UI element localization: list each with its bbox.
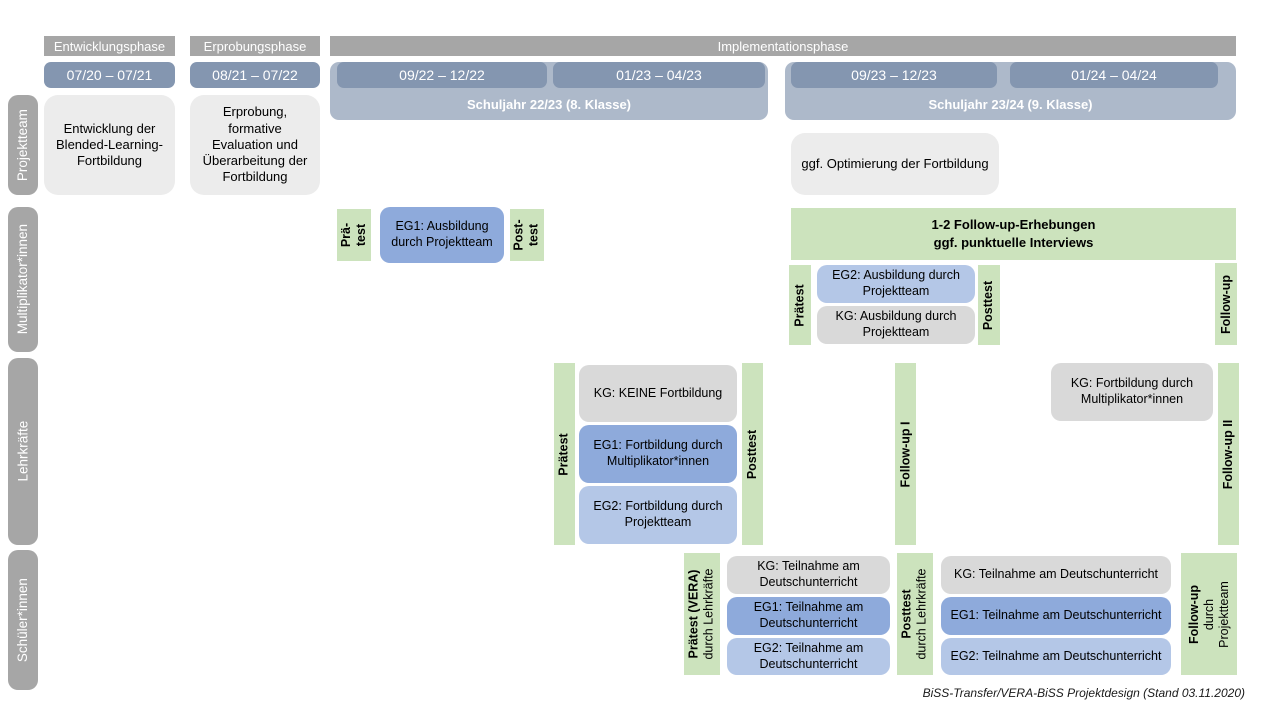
diagram-caption: BiSS-Transfer/VERA-BiSS Projektdesign (S… bbox=[922, 686, 1245, 700]
box-optimierung-fortbildung: ggf. Optimierung der Fortbildung bbox=[791, 133, 999, 195]
followup-erhebungen-line1: 1-2 Follow-up-Erhebungen bbox=[931, 217, 1096, 233]
box-kg-keine-fortbildung: KG: KEINE Fortbildung bbox=[579, 365, 737, 422]
date-bar-0923-1223: 09/23 – 12/23 bbox=[791, 62, 997, 88]
schuljahr-label-22-23: Schuljahr 22/23 (8. Klasse) bbox=[466, 97, 632, 112]
praetest-line2: test bbox=[353, 223, 368, 247]
date-bar-0821-0722: 08/21 – 07/22 bbox=[190, 62, 320, 88]
row-label-multiplikatoren: Multiplikator*innen bbox=[8, 207, 38, 352]
bar-followup-projektteam-schueler: Follow-up durch Projektteam bbox=[1181, 553, 1237, 675]
box-kg-ausbildung-projektteam: KG: Ausbildung durch Projektteam bbox=[817, 306, 975, 344]
followup-erhebungen-line2: ggf. punktuelle Interviews bbox=[933, 235, 1094, 250]
box-entwicklung-fortbildung: Entwicklung der Blended-Learning-Fortbil… bbox=[44, 95, 175, 195]
posttest-line2: test bbox=[527, 223, 541, 247]
praetest-line1: Prä- bbox=[338, 222, 353, 248]
box-eg1-ausbildung-projektteam: EG1: Ausbildung durch Projektteam bbox=[380, 207, 504, 263]
bar-posttest-lehrkraefte: Posttest bbox=[742, 363, 763, 545]
praetest-vera-line2: durch Lehrkräfte bbox=[702, 568, 716, 660]
box-eg2-ausbildung-projektteam: EG2: Ausbildung durch Projektteam bbox=[817, 265, 975, 303]
box-eg2-teilnahme-2: EG2: Teilnahme am Deutschunterricht bbox=[941, 638, 1171, 675]
praetest-multiplikatoren-2-text: Prätest bbox=[792, 283, 807, 327]
phase-bar-entwicklungsphase: Entwicklungsphase bbox=[44, 36, 175, 56]
row-label-projektteam-text: Projektteam bbox=[14, 108, 30, 182]
box-eg1-teilnahme-1: EG1: Teilnahme am Deutschunterricht bbox=[727, 597, 890, 635]
followup-schueler-line3: Projektteam bbox=[1216, 580, 1231, 648]
row-label-multiplikatoren-text: Multiplikator*innen bbox=[14, 224, 30, 335]
posttest-schueler-line1: Posttest bbox=[900, 589, 914, 639]
row-label-schueler-text: Schüler*innen bbox=[14, 577, 30, 663]
posttest-multiplikatoren-2-text: Posttest bbox=[981, 280, 996, 330]
bar-posttest-multiplikatoren-2: Posttest bbox=[978, 265, 1000, 345]
followup2-lehrkraefte-text: Follow-up II bbox=[1221, 419, 1235, 489]
date-bar-0922-1222: 09/22 – 12/22 bbox=[337, 62, 547, 88]
box-eg1-teilnahme-2: EG1: Teilnahme am Deutschunterricht bbox=[941, 597, 1171, 635]
followup-schueler-line2: durch bbox=[1201, 598, 1216, 630]
row-label-schueler: Schüler*innen bbox=[8, 550, 38, 690]
posttest-schueler-line2: durch Lehrkräfte bbox=[915, 568, 929, 660]
box-eg1-fortbildung-multiplikatoren: EG1: Fortbildung durch Multiplikator*inn… bbox=[579, 425, 737, 483]
bar-followup-multiplikatoren: Follow-up bbox=[1215, 263, 1237, 345]
phase-bar-erprobungsphase: Erprobungsphase bbox=[190, 36, 320, 56]
box-kg-teilnahme-1: KG: Teilnahme am Deutschunterricht bbox=[727, 556, 890, 594]
bar-praetest-multiplikatoren-2: Prätest bbox=[789, 265, 811, 345]
box-erprobung-evaluation: Erprobung, formative Evaluation und Über… bbox=[190, 95, 320, 195]
box-eg2-teilnahme-1: EG2: Teilnahme am Deutschunterricht bbox=[727, 638, 890, 675]
box-kg-fortbildung-multiplikatoren: KG: Fortbildung durch Multiplikator*inne… bbox=[1051, 363, 1213, 421]
praetest-lehrkraefte-text: Prätest bbox=[557, 432, 572, 476]
posttest-line1: Post- bbox=[512, 219, 526, 251]
row-label-lehrkraefte-text: Lehrkräfte bbox=[14, 421, 30, 482]
bar-followup1-lehrkraefte: Follow-up I bbox=[895, 363, 916, 545]
date-bar-0124-0424: 01/24 – 04/24 bbox=[1010, 62, 1218, 88]
followup-multiplikatoren-text: Follow-up bbox=[1218, 274, 1233, 334]
followup-schueler-line1: Follow-up bbox=[1186, 584, 1201, 644]
row-label-lehrkraefte: Lehrkräfte bbox=[8, 358, 38, 545]
bar-posttest-schueler: Posttest durch Lehrkräfte bbox=[897, 553, 933, 675]
box-eg2-fortbildung-projektteam: EG2: Fortbildung durch Projektteam bbox=[579, 486, 737, 544]
date-bar-0123-0423: 01/23 – 04/23 bbox=[553, 62, 765, 88]
praetest-vera-line1: Prätest (VERA) bbox=[687, 569, 701, 659]
schuljahr-label-23-24: Schuljahr 23/24 (9. Klasse) bbox=[928, 97, 1093, 112]
box-followup-erhebungen: 1-2 Follow-up-Erhebungen ggf. punktuelle… bbox=[791, 208, 1236, 260]
followup1-lehrkraefte-text: Follow-up I bbox=[898, 421, 912, 487]
bar-praetest-lehrkraefte: Prätest bbox=[554, 363, 575, 545]
box-kg-teilnahme-2: KG: Teilnahme am Deutschunterricht bbox=[941, 556, 1171, 594]
bar-followup2-lehrkraefte: Follow-up II bbox=[1218, 363, 1239, 545]
row-label-projektteam: Projektteam bbox=[8, 95, 38, 195]
bar-praetest-multiplikatoren-1: Prä- test bbox=[337, 209, 371, 261]
phase-bar-implementationsphase: Implementationsphase bbox=[330, 36, 1236, 56]
bar-praetest-vera-schueler: Prätest (VERA) durch Lehrkräfte bbox=[684, 553, 720, 675]
date-bar-0720-0721: 07/20 – 07/21 bbox=[44, 62, 175, 88]
posttest-lehrkraefte-text: Posttest bbox=[745, 429, 760, 479]
bar-posttest-multiplikatoren-1: Post- test bbox=[510, 209, 544, 261]
